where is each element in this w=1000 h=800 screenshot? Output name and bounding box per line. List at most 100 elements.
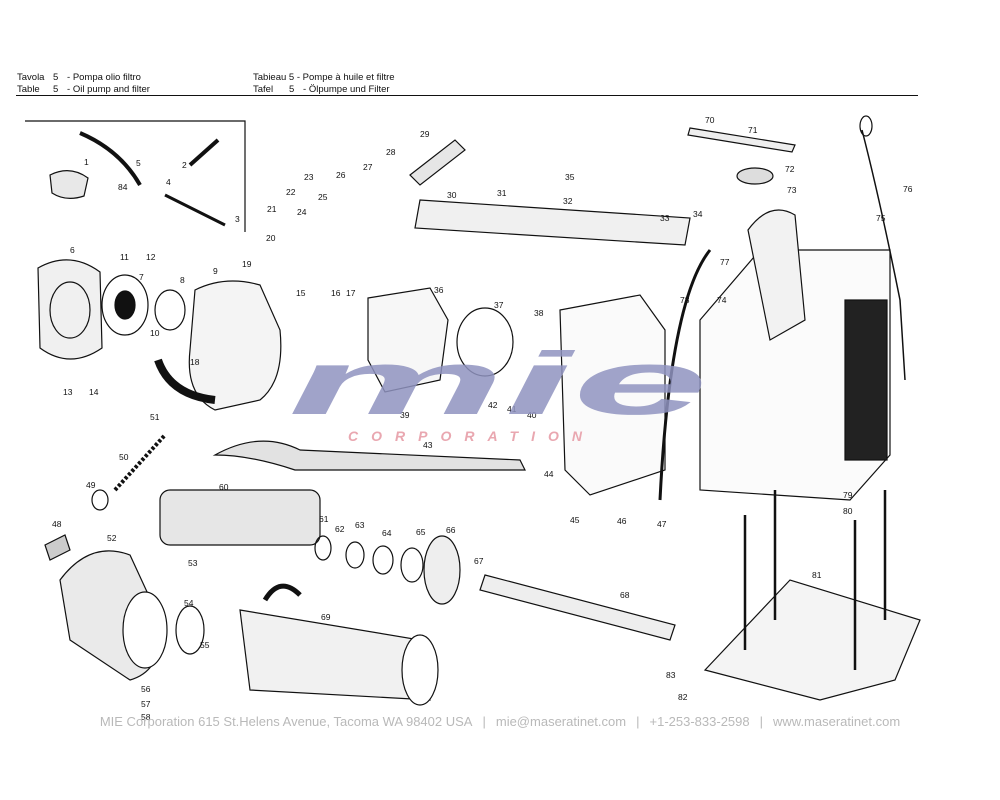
part-label-17: 17 — [346, 288, 356, 298]
dipstick-ring — [859, 115, 873, 137]
part-label-44: 44 — [544, 469, 554, 479]
part-label-50: 50 — [119, 452, 129, 462]
part-label-66: 66 — [446, 525, 456, 535]
pipe-43 — [212, 440, 526, 471]
filter-housing-mouth — [401, 634, 439, 706]
part-label-16: 16 — [331, 288, 341, 298]
footer: MIE Corporation 615 St.Helens Avenue, Ta… — [0, 714, 1000, 729]
hose — [79, 131, 142, 186]
part-label-8: 8 — [180, 275, 185, 285]
dipstick — [861, 129, 906, 381]
part-label-39: 39 — [400, 410, 410, 420]
part-label-46: 46 — [617, 516, 627, 526]
suction-pipe — [154, 358, 216, 404]
tank-cradle — [703, 579, 921, 701]
filter-cartridge — [159, 489, 321, 546]
watermark-logo: mie — [288, 350, 708, 420]
part-label-84: 84 — [118, 182, 128, 192]
part-label-22: 22 — [286, 187, 296, 197]
part-label-48: 48 — [52, 519, 62, 529]
part-label-42: 42 — [488, 400, 498, 410]
part-label-40: 40 — [527, 410, 537, 420]
part-label-53: 53 — [188, 558, 198, 568]
disc-66 — [423, 535, 461, 605]
part-label-11: 11 — [120, 252, 129, 262]
part-label-75: 75 — [876, 213, 886, 223]
part-label-47: 47 — [657, 519, 667, 529]
sensor-2 — [188, 138, 220, 167]
part-label-45: 45 — [570, 515, 580, 525]
part-label-31: 31 — [497, 188, 507, 198]
part-label-41: 41 — [507, 404, 517, 414]
part-label-83: 83 — [666, 670, 676, 680]
header-right: Tabieau 5 - Pompe à huile et filtre Tafe… — [253, 72, 395, 96]
part-label-23: 23 — [304, 172, 314, 182]
part-label-9: 9 — [213, 266, 218, 276]
part-label-70: 70 — [705, 115, 715, 125]
filter-outlet — [262, 583, 302, 602]
ring-63 — [345, 541, 365, 569]
pipe-4 — [164, 193, 226, 227]
plug-48 — [44, 534, 71, 561]
part-label-13: 13 — [63, 387, 73, 397]
filter-housing — [239, 609, 431, 701]
part-label-35: 35 — [565, 172, 575, 182]
footer-sep: | — [482, 714, 486, 729]
part-label-19: 19 — [242, 259, 252, 269]
part-label-58: 58 — [141, 712, 151, 722]
part-label-21: 21 — [267, 204, 277, 214]
footer-email[interactable]: mie@maseratinet.com — [495, 714, 627, 729]
part-label-6: 6 — [70, 245, 75, 255]
bracket-36 — [367, 287, 449, 393]
footer-sep: | — [636, 714, 640, 729]
inset-frame — [25, 120, 246, 232]
part-label-34: 34 — [693, 209, 703, 219]
pump-bore — [49, 281, 91, 339]
washer-49 — [91, 489, 109, 511]
part-label-1: 1 — [84, 157, 89, 167]
delivery-pipe — [414, 199, 691, 246]
cover-plate — [559, 294, 666, 496]
watermark-subtitle: CORPORATION — [348, 428, 595, 444]
part-label-4: 4 — [166, 177, 171, 187]
footer-phone: +1-253-833-2598 — [649, 714, 750, 729]
pump-housing — [188, 280, 282, 411]
part-label-49: 49 — [86, 480, 96, 490]
watermark-logo-text: mie — [288, 350, 708, 420]
part-label-60: 60 — [219, 482, 229, 492]
filler-neck — [747, 209, 806, 341]
part-label-80: 80 — [843, 506, 853, 516]
part-label-74: 74 — [717, 295, 727, 305]
header-rule — [16, 95, 918, 96]
tank-strap — [687, 127, 796, 153]
tank-side — [844, 299, 888, 461]
part-label-78: 78 — [680, 295, 690, 305]
part-label-29: 29 — [420, 129, 430, 139]
footer-web[interactable]: www.maseratinet.com — [773, 714, 901, 729]
part-label-15: 15 — [296, 288, 306, 298]
gear-8 — [154, 289, 186, 331]
part-label-18: 18 — [190, 357, 200, 367]
perforated-pipe — [479, 574, 676, 641]
part-label-24: 24 — [297, 207, 307, 217]
part-label-30: 30 — [447, 190, 457, 200]
part-label-68: 68 — [620, 590, 630, 600]
part-label-25: 25 — [318, 192, 328, 202]
part-label-61: 61 — [319, 514, 329, 524]
part-label-77: 77 — [720, 257, 730, 267]
relief-valve — [409, 139, 466, 186]
pump-cover — [37, 259, 103, 360]
dipstick-tube — [658, 249, 712, 501]
spring-50 — [113, 433, 167, 492]
part-label-33: 33 — [660, 213, 670, 223]
part-label-76: 76 — [903, 184, 913, 194]
part-label-14: 14 — [89, 387, 99, 397]
part-label-65: 65 — [416, 527, 426, 537]
cradle-rods — [743, 490, 887, 670]
part-label-5: 5 — [136, 158, 141, 168]
gasket-55 — [175, 605, 205, 655]
